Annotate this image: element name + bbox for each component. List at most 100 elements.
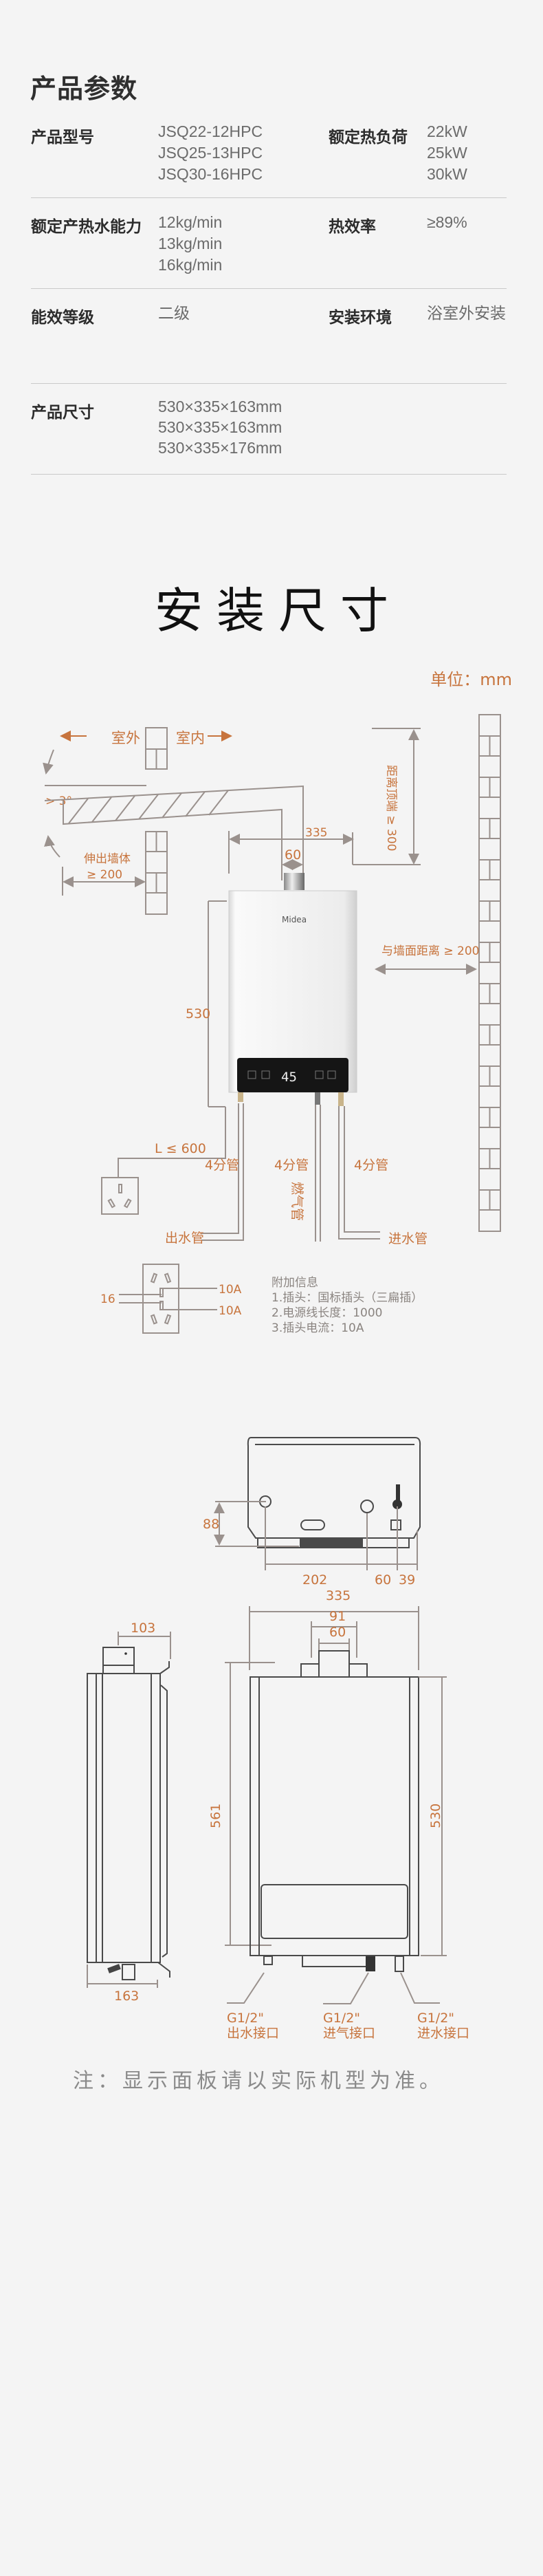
side-view: 103 163: [87, 1621, 171, 2004]
gas-pipe-spec: 4分管: [274, 1158, 309, 1173]
brand-logo: Midea: [282, 915, 307, 924]
heat-load-2: 25kW: [427, 144, 467, 162]
capacity-1: 12kg/min: [158, 213, 223, 231]
side-depth-label: 163: [114, 1989, 139, 2004]
gas-pipe: [315, 1105, 321, 1242]
spec-label: 安装环境: [329, 309, 392, 327]
connector-name: 进水接口: [417, 2026, 469, 2041]
spec-value: 二级: [158, 303, 190, 324]
connector-name: 出水接口: [227, 2026, 279, 2041]
spec-label: 额定热负荷: [329, 129, 408, 147]
wall-brick: [478, 1044, 501, 1067]
wall-brick: [145, 851, 168, 874]
front-flue-label: 60: [329, 1625, 346, 1640]
spec-label: 产品尺寸: [31, 404, 94, 422]
connector-gas: G1/2" 进气接口: [323, 2011, 375, 2041]
top-clearance-label: 距离顶端 ≥ 300: [384, 765, 398, 852]
power-cord: [118, 1107, 226, 1178]
size-3: 530×335×176mm: [158, 439, 282, 457]
wall-brick: [478, 879, 501, 902]
power-socket-icon: [101, 1177, 139, 1215]
water-heater: Midea 45: [228, 873, 357, 1106]
current-bottom-label: 10A: [219, 1304, 242, 1318]
slope-label: > 3°: [45, 794, 72, 808]
connector-spec: G1/2": [227, 2011, 264, 2026]
side-wall: [478, 714, 501, 1232]
capacity-3: 16kg/min: [158, 256, 223, 274]
outer-wall: [145, 727, 168, 915]
display-temperature: 45: [281, 1070, 297, 1085]
gas-pipe-label: 燃气管: [289, 1182, 304, 1221]
spec-value: 12kg/min 13kg/min 16kg/min: [158, 212, 222, 276]
depth-label: 88: [203, 1517, 219, 1532]
spec-row-energy: 能效等级 二级 安装环境 浴室外安装: [31, 289, 507, 384]
capacity-2: 13kg/min: [158, 235, 223, 252]
flue-offset-label: 335: [305, 826, 327, 840]
total-height-label: 561: [208, 1804, 223, 1828]
size-1: 530×335×163mm: [158, 398, 282, 415]
heat-load-1: 22kW: [427, 122, 467, 140]
wall-brick: [145, 892, 168, 915]
info-line: 1.插头：国标插头（三扁插）: [272, 1291, 423, 1305]
outlet-pipe-label: 出水管: [165, 1231, 204, 1246]
spec-value: ≥89%: [427, 212, 467, 233]
flue-width-label: 60: [285, 847, 301, 863]
wall-brick: [478, 1209, 501, 1232]
installation-diagram: 室外 室内 > 3° 伸出墙体 ≥ 200 335 60 距离顶端 ≥ 300 …: [43, 714, 501, 1246]
inlet-pipe: [338, 1106, 380, 1240]
wall-brick: [478, 797, 501, 819]
wall-brick: [478, 1003, 501, 1026]
energy-grade: 二级: [158, 304, 190, 322]
model-3: JSQ30-16HPC: [158, 165, 263, 183]
efficiency: ≥89%: [427, 213, 467, 231]
plug-diagram: 16 10A 10A 附加信息 1.插头：国标插头（三扁插） 2.电源线长度：1…: [100, 1264, 423, 1335]
wall-brick: [145, 727, 168, 750]
connector-name: 进气接口: [323, 2026, 375, 2041]
side-front-diagram: 103 163 561 335 91 60: [87, 1588, 469, 2041]
spec-value: 530×335×163mm 530×335×163mm 530×335×176m…: [158, 396, 282, 458]
side-top-offset-label: 103: [131, 1621, 155, 1636]
outlet-pipe: [201, 1103, 244, 1241]
model-2: JSQ25-13HPC: [158, 144, 263, 162]
outdoor-label: 室外: [111, 730, 140, 746]
slope-arrow-icon: [44, 835, 60, 858]
dim-c-label: 39: [399, 1572, 415, 1588]
wall-brick: [478, 838, 501, 861]
unit-label: 单位：mm: [430, 670, 512, 689]
plug-icon: [142, 1264, 179, 1334]
display-note: 注：显示面板请以实际机型为准。: [73, 2069, 444, 2093]
inlet-pipe-label: 进水管: [388, 1231, 428, 1246]
connector-outlet: G1/2" 出水接口: [227, 2011, 279, 2041]
slope-arrow-icon: [43, 749, 54, 775]
heater-bottom-outline: [247, 1437, 421, 1548]
spec-value: 22kW 25kW 30kW: [427, 121, 467, 185]
wall-brick: [478, 962, 501, 984]
info-line: 3.插头电流：10A: [272, 1321, 364, 1335]
spec-label: 能效等级: [31, 309, 94, 327]
extend-wall-label: 伸出墙体: [84, 852, 131, 866]
pin-gap-label: 16: [100, 1292, 115, 1306]
model-1: JSQ22-12HPC: [158, 122, 263, 140]
front-height-label: 530: [428, 1804, 443, 1828]
wall-brick: [478, 714, 501, 737]
size-2: 530×335×163mm: [158, 418, 282, 436]
wall-brick: [478, 1085, 501, 1108]
spec-value: JSQ22-12HPC JSQ25-13HPC JSQ30-16HPC: [158, 121, 263, 185]
install-env: 浴室外安装: [427, 304, 506, 322]
flue-pipe: [44, 785, 304, 880]
params-title: 产品参数: [30, 74, 138, 104]
bracket-width-label: 91: [329, 1609, 346, 1624]
spec-value: 浴室外安装: [427, 303, 506, 324]
panel-button-icon: [327, 1070, 336, 1079]
heater-height-label: 530: [186, 1006, 210, 1021]
front-view: 335 91 60: [249, 1588, 419, 1972]
panel-button-icon: [247, 1070, 256, 1079]
dim-b-label: 60: [375, 1572, 391, 1588]
heat-load-3: 30kW: [427, 165, 467, 183]
outlet-pipe-spec: 4分管: [205, 1158, 239, 1173]
panel-button-icon: [315, 1070, 324, 1079]
current-top-label: 10A: [219, 1283, 242, 1297]
spec-label: 热效率: [329, 218, 376, 236]
connector-inlet: G1/2" 进水接口: [417, 2011, 469, 2041]
extend-wall-value: ≥ 200: [87, 868, 122, 882]
